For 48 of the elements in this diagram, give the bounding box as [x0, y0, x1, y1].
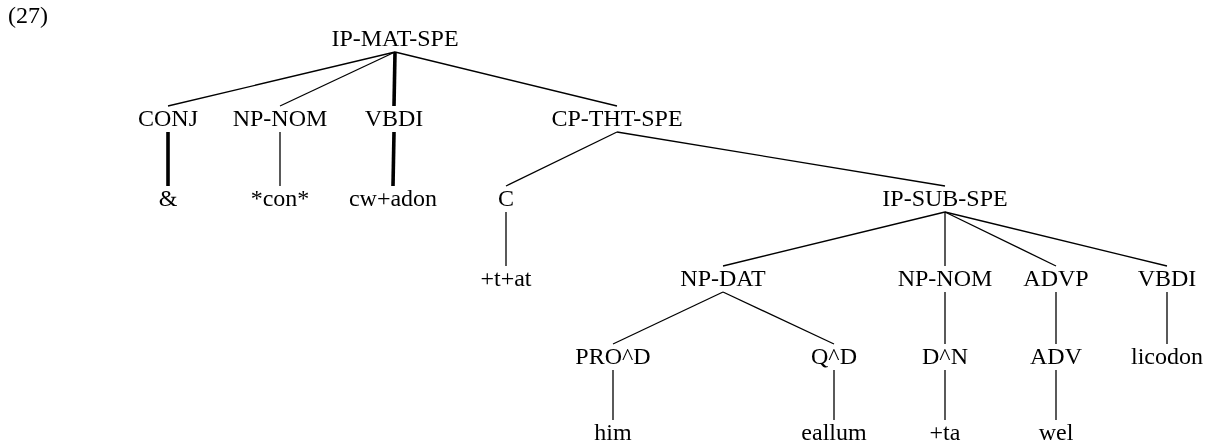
tree-label: PRO^D — [574, 343, 652, 369]
tree-label: IP-SUB-SPE — [881, 185, 1009, 211]
tree-label: wel — [1037, 419, 1075, 445]
tree-branch — [279, 51, 396, 107]
tree-branch — [944, 211, 946, 267]
tree-branch — [394, 51, 618, 107]
tree-branch — [722, 291, 835, 345]
tree-label: D^N — [921, 343, 969, 369]
tree-branch — [944, 211, 1168, 267]
tree-label: Q^D — [810, 343, 858, 369]
tree-label: ADVP — [1022, 265, 1090, 291]
tree-label: licodon — [1130, 343, 1204, 369]
tree-label: him — [593, 419, 633, 445]
tree-label: +ta — [928, 419, 962, 445]
tree-branch — [1166, 291, 1168, 345]
tree-label: NP-NOM — [896, 265, 994, 291]
tree-branch — [392, 51, 397, 107]
tree-label: C — [497, 185, 515, 211]
tree-label: VBDI — [363, 105, 425, 131]
tree-label: & — [157, 185, 179, 211]
tree-label: eallum — [800, 419, 868, 445]
tree-branch — [167, 51, 396, 107]
tree-label: NP-DAT — [679, 265, 767, 291]
tree-branch — [616, 131, 946, 187]
tree-branch — [612, 369, 614, 421]
tree-label: cw+adon — [347, 185, 439, 211]
tree-branch — [1055, 291, 1057, 345]
tree-label: IP-MAT-SPE — [330, 25, 460, 51]
tree-branch — [1055, 369, 1057, 421]
tree-label: CONJ — [137, 105, 199, 131]
tree-branch — [944, 211, 1057, 267]
tree-branch — [391, 131, 396, 187]
tree-label: ADV — [1029, 343, 1083, 369]
tree-label: +t+at — [479, 265, 533, 291]
tree-branch — [505, 211, 507, 267]
tree-branch — [833, 369, 835, 421]
tree-branch — [722, 211, 946, 267]
tree-label: CP-THT-SPE — [550, 105, 684, 131]
tree-branch — [505, 131, 618, 187]
example-number: (27) — [8, 2, 48, 28]
tree-label: NP-NOM — [231, 105, 329, 131]
tree-branch — [944, 291, 946, 345]
tree-branch — [279, 131, 281, 187]
tree-branch — [944, 369, 946, 421]
tree-branch — [612, 291, 724, 345]
tree-label: VBDI — [1136, 265, 1198, 291]
tree-label: *con* — [249, 185, 311, 211]
tree-branch — [166, 132, 170, 186]
